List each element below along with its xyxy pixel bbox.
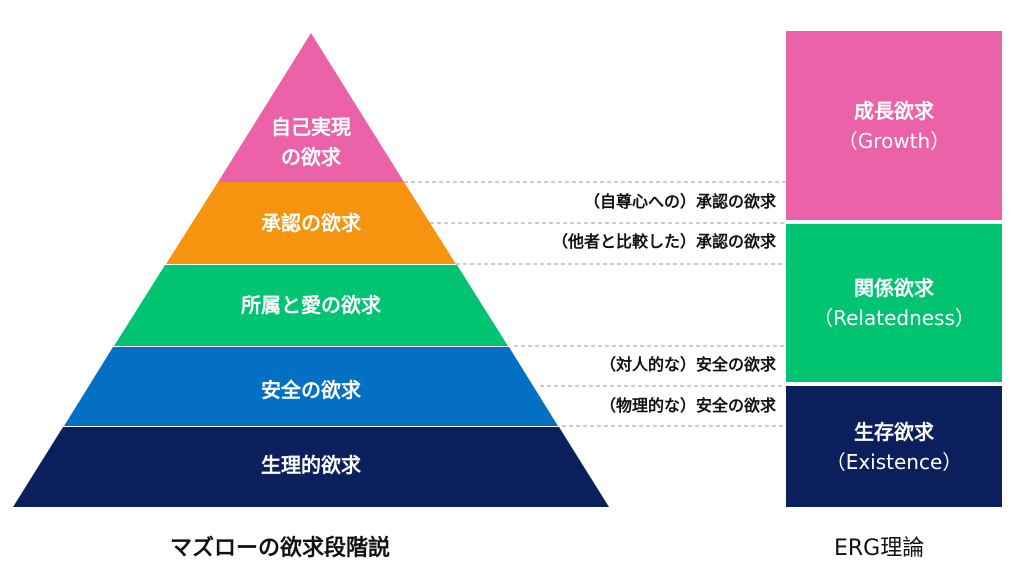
level-label-physiological: 生理的欲求 xyxy=(261,453,361,477)
maslow-caption: マズローの欲求段階説 xyxy=(170,536,391,561)
erg-existence-en: （Existence） xyxy=(825,449,963,474)
note-safety-physical: （物理的な）安全の欲求 xyxy=(599,396,776,415)
note-esteem-others: （他者と比較した）承認の欲求 xyxy=(551,232,776,251)
erg-growth-title: 成長欲求 xyxy=(854,98,934,123)
level-label-esteem: 承認の欲求 xyxy=(261,211,361,235)
erg-existence-box: 生存欲求 （Existence） xyxy=(786,386,1002,507)
pyramid-level-belonging xyxy=(114,265,508,346)
dashed-guides xyxy=(404,181,786,427)
level-label-self-actualization: 自己実現 の欲求 xyxy=(271,115,351,169)
pyramid-level-safety xyxy=(64,347,558,426)
erg-relatedness-en: （Relatedness） xyxy=(813,306,975,330)
erg-caption: ERG理論 xyxy=(834,536,925,561)
pyramid-level-physiological xyxy=(13,427,609,507)
erg-growth-en: （Growth） xyxy=(837,128,951,153)
erg-existence-title: 生存欲求 xyxy=(854,419,934,444)
level-label-safety: 安全の欲求 xyxy=(261,378,361,402)
pyramid-level-self-actualization xyxy=(218,33,404,182)
note-esteem-self: （自尊心への）承認の欲求 xyxy=(583,192,776,211)
erg-growth-box: 成長欲求 （Growth） xyxy=(786,31,1002,220)
pyramid-level-esteem xyxy=(166,182,456,264)
erg-relatedness-title: 関係欲求 xyxy=(854,276,934,300)
level-label-belonging: 所属と愛の欲求 xyxy=(241,293,381,317)
erg-relatedness-box: 関係欲求 （Relatedness） xyxy=(786,224,1002,382)
note-safety-interpersonal: （対人的な）安全の欲求 xyxy=(599,355,776,374)
